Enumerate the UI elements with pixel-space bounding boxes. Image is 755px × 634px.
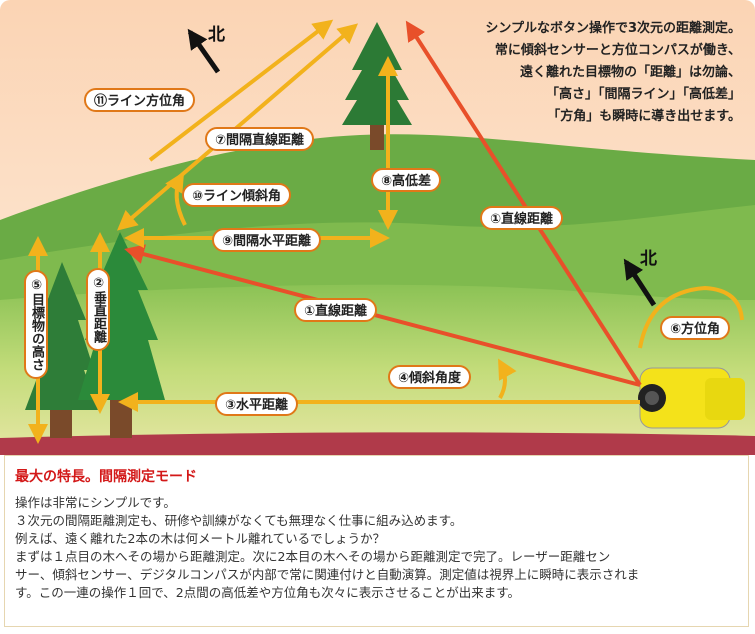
description-line: シンプルなボタン操作で3次元の距離測定。 (485, 21, 741, 36)
label-target-height: ⑤目標物の高さ (24, 270, 48, 379)
north-label-top: 北 (208, 25, 225, 45)
soil (0, 432, 755, 455)
label-straight-distance-near: ①直線距離 (294, 298, 378, 322)
bearing-arc (638, 285, 744, 349)
panel-line: ３次元の間隔距離測定も、研修や訓練がなくても無理なく仕事に組み込めます。 (15, 513, 463, 528)
label-line-bearing: ⑪ライン方位角 (84, 88, 196, 112)
panel-line: まずは１点目の木へその場から距離測定。次に2本目の木へその場から距離測定で完了。… (15, 549, 611, 564)
field (0, 284, 755, 455)
straight-distance-near-arrow (124, 244, 641, 387)
feature-panel: 最大の特長。間隔測定モード 操作は非常にシンプルです。 ３次元の間隔距離測定も、… (4, 455, 749, 627)
incline-angle-arc (498, 358, 517, 399)
description-line: 常に傾斜センサーと方位コンパスが働き、 (494, 43, 741, 58)
description-line: 「高さ」「間隔ライン」「高低差」 (545, 87, 741, 102)
feature-description: シンプルなボタン操作で3次元の距離測定。 常に傾斜センサーと方位コンパスが働き、… (411, 18, 741, 128)
description-line: 「方角」も瞬時に導き出せます。 (547, 109, 741, 124)
north-arrow-top (187, 28, 221, 74)
north-label-right: 北 (640, 249, 657, 269)
panel-line: サー、傾斜センサー、デジタルコンパスが内部で常に関連付けと自動演算。測定値は視界… (15, 567, 640, 582)
label-interval-horizontal: ⑨間隔水平距離 (212, 228, 322, 252)
panel-line: す。この一連の操作１回で、2点間の高低差や方位角も次々に表示させることが出来ます… (15, 585, 520, 600)
panel-title: 最大の特長。間隔測定モード (15, 469, 197, 485)
panel-line: 操作は非常にシンプルです。 (15, 495, 176, 510)
label-horizontal-distance: ③水平距離 (215, 392, 299, 416)
straight-distance-far-arrow (405, 20, 642, 387)
rangefinder-device (638, 367, 745, 429)
panel-line: 例えば、遠く離れた2本の木は何メートル離れているでしょうか？ (15, 531, 386, 546)
label-vertical-distance: ②垂直距離 (86, 268, 110, 351)
label-line-incline: ⑩ライン傾斜角 (182, 183, 292, 207)
line-bearing-arrow (148, 19, 334, 162)
label-bearing: ⑥方位角 (660, 316, 731, 340)
label-interval-straight: ⑦間隔直線距離 (205, 127, 315, 151)
label-elevation-diff: ⑧高低差 (371, 168, 442, 192)
north-arrow-right (623, 258, 657, 307)
label-incline-angle: ④傾斜角度 (388, 365, 472, 389)
scene-illustration (0, 0, 755, 455)
description-line: 遠く離れた目標物の「距離」は勿論、 (519, 65, 741, 80)
label-straight-distance-far: ①直線距離 (480, 206, 564, 230)
line-incline-arc (165, 171, 187, 226)
